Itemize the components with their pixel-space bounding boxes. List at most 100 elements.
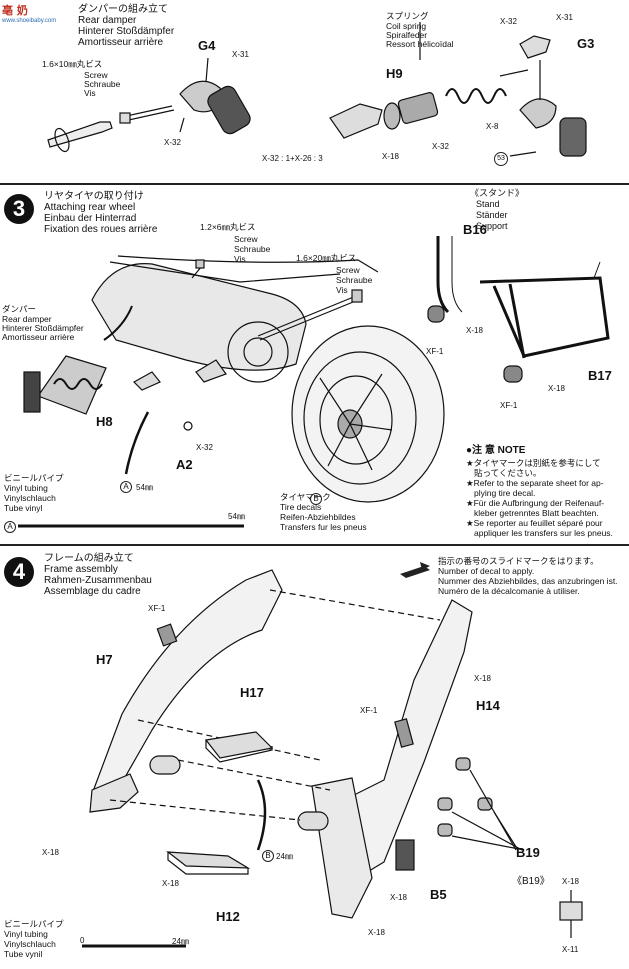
tire-decal-fr: Transfers fur les pneus	[280, 522, 367, 532]
part-g4: G4	[198, 38, 216, 53]
vinyl4-en: Vinyl tubing	[4, 929, 48, 939]
tube-a-circle: A	[120, 481, 132, 493]
vinyl3-fr: Tube vinyl	[4, 503, 43, 513]
step3-title-en: Attaching rear wheel	[44, 202, 136, 213]
step2-ratio: X-32 : 1+X-26 : 3	[262, 154, 323, 163]
note-line-8: appliquer les transfers sur les pneus.	[474, 528, 613, 538]
step4-xf1b: XF-1	[360, 706, 378, 715]
note-line-5: ★Für die Aufbringung der Reifenauf-	[466, 498, 605, 508]
step4-tube-len: 24㎜	[276, 852, 293, 861]
stand-fr: Support	[476, 221, 508, 231]
step3-number: 3	[4, 194, 34, 224]
step2-screw-de: Schraube	[84, 79, 121, 89]
step3-screw2-fr: Vis	[336, 285, 348, 295]
step3-screw1-en: Screw	[234, 234, 258, 244]
b19-detail-label: 《B19》	[512, 876, 550, 887]
step4-x18c: X-18	[162, 879, 179, 888]
note-line-2: 貼ってください。	[474, 468, 542, 478]
step2-spring-de: Spiralfeder	[386, 30, 428, 40]
step2-x31a: X-31	[232, 50, 249, 59]
tire-decal-en: Tire decals	[280, 502, 322, 512]
part-b17: B17	[588, 368, 612, 383]
watermark-url: www.shoeibaby.com	[2, 18, 57, 24]
scale-b-len: 24㎜	[172, 937, 189, 946]
step4-x18b: X-18	[42, 848, 59, 857]
step4-x18a: X-18	[474, 674, 491, 683]
step4-title-jp: フレームの組み立て	[44, 553, 134, 564]
step2-screw-fr: Vis	[84, 88, 96, 98]
step2-title-fr: Amortisseur arrière	[78, 37, 164, 48]
part-h14: H14	[476, 698, 500, 713]
note-line-6: kleber getrenntes Blatt beachten.	[474, 508, 599, 518]
step2-x31b: X-31	[556, 13, 573, 22]
step2-spring-en: Coil spring	[386, 21, 427, 31]
part-h17: H17	[240, 685, 264, 700]
step4-x18d: X-18	[390, 893, 407, 902]
step4-x18e: X-18	[368, 928, 385, 937]
step4-title-fr: Assemblage du cadre	[44, 586, 141, 597]
part-g3: G3	[577, 36, 595, 51]
tube-b-circle: B	[262, 850, 274, 862]
part-b5: B5	[430, 887, 447, 902]
part-a2: A2	[176, 457, 193, 472]
decal-note-jp: 指示の番号のスライドマークをはります。	[438, 556, 599, 566]
step2-title-de: Hinterer Stoßdämpfer	[78, 26, 175, 37]
vinyl3-jp: ビニールパイプ	[4, 473, 64, 483]
tire-mark-circle: B	[310, 493, 322, 505]
step3-screw2-en: Screw	[336, 265, 360, 275]
step3-screw2-jp: 1.6×20㎜丸ビス	[296, 253, 357, 263]
divider-1	[0, 183, 629, 185]
step3-screw2-de: Schraube	[336, 275, 373, 285]
tire-decal-jp: タイヤマーク	[280, 492, 331, 502]
vinyl4-de: Vinylschlauch	[4, 939, 56, 949]
part-h8: H8	[96, 414, 113, 429]
part-h7: H7	[96, 652, 113, 667]
step3-title-jp: リヤタイヤの取り付け	[44, 191, 144, 202]
note-line-7: ★Se reporter au feuillet séparé pour	[466, 518, 603, 528]
step2-screw-en: Screw	[84, 70, 108, 80]
step3-screw1-de: Schraube	[234, 244, 271, 254]
scale-a-len: 54㎜	[228, 512, 245, 521]
step2-title-en: Rear damper	[78, 15, 137, 26]
watermark-title: 亳 奶	[2, 4, 28, 17]
step4-title-de: Rahmen-Zusammenbau	[44, 575, 152, 586]
step3-title-fr: Fixation des roues arrière	[44, 224, 158, 235]
decal-note-fr: Numéro de la décalcomanie à utiliser.	[438, 586, 580, 596]
step2-x8: X-8	[486, 122, 499, 131]
scale-b-zero: 0	[80, 936, 85, 945]
step3-screw1-fr: Vis	[234, 254, 246, 264]
decal-slide-icon	[398, 560, 432, 578]
step4-x11: X-11	[562, 945, 579, 954]
stand-jp: 《スタンド》	[470, 188, 525, 198]
divider-2	[0, 544, 629, 546]
stand-en: Stand	[476, 199, 500, 209]
step3-screw1-jp: 1.2×6㎜丸ビス	[200, 222, 256, 232]
decal-note-en: Number of decal to apply.	[438, 566, 535, 576]
step3-xf1b: XF-1	[500, 401, 518, 410]
step2-screw-jp: 1.6×10㎜丸ビス	[42, 59, 103, 69]
step3-damper-fr: Amortisseur arrière	[2, 332, 75, 342]
step3-damper-jp: ダンパー	[2, 304, 37, 314]
step3-x18b: X-18	[548, 384, 565, 393]
step3-damper-de: Hinterer Stoßdämpfer	[2, 323, 84, 333]
step4-number: 4	[4, 557, 34, 587]
note-title: ●注 意 NOTE	[466, 445, 526, 456]
decal-note-de: Nummer des Abziehbildes, das anzubringen…	[438, 576, 618, 586]
watermark-logo: 亳 奶 www.shoeibaby.com	[2, 2, 66, 28]
step3-damper-en: Rear damper	[2, 314, 52, 324]
scale-a-circle: A	[4, 521, 16, 533]
step2-x32b: X-32	[500, 17, 517, 26]
part-53-circle: 53	[494, 152, 508, 166]
step2-x32c: X-32	[432, 142, 449, 151]
note-line-4: plying tire decal.	[474, 488, 536, 498]
vinyl4-jp: ビニールパイプ	[4, 919, 64, 929]
stand-de: Ständer	[476, 210, 508, 220]
note-line-1: ★タイヤマークは別紙を参考にして	[466, 458, 601, 468]
vinyl4-fr: Tube vynil	[4, 949, 43, 959]
step2-x18a: X-18	[382, 152, 399, 161]
step3-x18a: X-18	[466, 326, 483, 335]
step3-tube-len: 54㎜	[136, 483, 153, 492]
